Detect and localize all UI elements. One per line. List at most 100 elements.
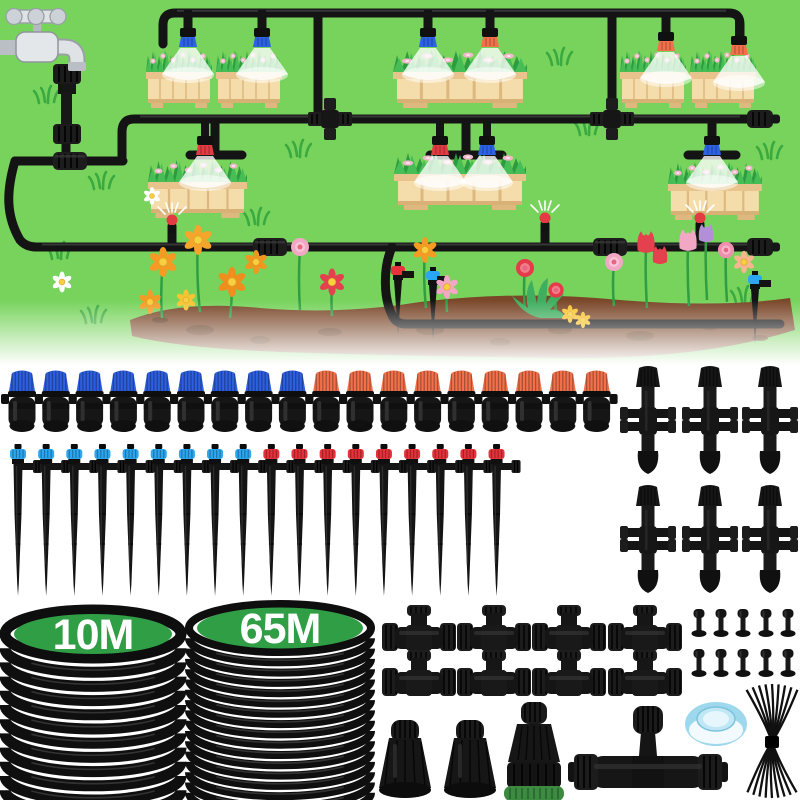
spike-stake-red — [431, 443, 465, 597]
tubing-loop — [0, 746, 187, 778]
tubing-loop — [185, 699, 375, 729]
tee-connector — [456, 604, 532, 652]
tee-connector — [607, 649, 683, 697]
tubing-coil-10m: 10M — [0, 604, 187, 800]
tubing-loop — [0, 689, 187, 721]
tee-connector — [531, 649, 607, 697]
hole-plug — [691, 609, 707, 637]
hole-plug — [735, 609, 751, 637]
hole-plug — [780, 649, 796, 677]
tubing-loop — [0, 760, 187, 792]
tubing-loop — [0, 675, 187, 707]
spike-stake-red — [347, 443, 381, 597]
tubing-loop-highlight — [31, 747, 155, 757]
tubing-loop — [0, 661, 187, 692]
hole-plug — [758, 649, 774, 677]
garden-faucet — [0, 7, 86, 71]
tubing-fittings — [52, 64, 781, 257]
tubing-loop-highlight — [31, 776, 155, 785]
cross-connector — [619, 484, 677, 594]
spike-stake-blue — [37, 443, 71, 597]
cross-connector — [681, 365, 739, 475]
cross-connector-grid — [619, 365, 799, 594]
tubing-loop — [185, 647, 375, 677]
scene-fade — [0, 300, 800, 365]
tee-connector — [381, 604, 457, 652]
tubing-loop-highlight — [216, 786, 344, 795]
spike-stake-red — [459, 443, 494, 597]
tubing-loop — [0, 647, 187, 678]
spike-stake-blue — [206, 443, 240, 597]
stake-row — [9, 443, 522, 597]
end-cap — [443, 719, 497, 799]
tubing-loop-highlight — [31, 733, 155, 742]
hole-plug-grid — [691, 609, 796, 677]
spike-stake-blue — [178, 443, 212, 597]
barbed-tee-product — [568, 706, 728, 790]
cross-connector — [619, 365, 677, 475]
tubing-loop — [185, 740, 375, 770]
spike-stake-red — [375, 443, 409, 597]
spike-stake-red — [487, 443, 522, 597]
hole-plug — [780, 609, 796, 637]
coil-label-65m: 65M — [240, 605, 321, 653]
tubing-loop-highlight — [216, 745, 344, 754]
spike-stake-blue — [9, 443, 43, 597]
tubing-loop — [185, 678, 375, 708]
spike-stake-red — [262, 443, 297, 597]
spike-stake-blue — [93, 443, 128, 597]
coil-label-10m: 10M — [53, 611, 134, 659]
spike-stake-blue — [121, 443, 156, 597]
spike-stake-red — [318, 443, 353, 597]
tubing-loop-highlight — [216, 714, 344, 723]
tubing-loop — [185, 720, 375, 749]
tubing-loop-highlight — [216, 776, 344, 785]
hole-plug — [758, 609, 774, 637]
hole-plug — [735, 649, 751, 677]
tubing-loop-highlight — [216, 704, 344, 713]
tubing-loop-highlight — [31, 790, 155, 799]
tubing-loop — [185, 771, 375, 800]
spike-stake-blue — [65, 443, 99, 597]
product-components: 10M 65M — [0, 365, 800, 800]
tubing-loop — [0, 718, 187, 749]
tubing-loop — [185, 709, 375, 739]
spike-stake-blue — [234, 443, 268, 597]
tubing-loop-highlight — [216, 755, 344, 764]
cross-connector — [681, 484, 739, 594]
tee-connector — [607, 604, 683, 652]
tubing-loop — [185, 761, 375, 790]
tee-connector — [381, 649, 457, 697]
tubing-loop-highlight — [216, 734, 344, 744]
hole-plug — [713, 609, 729, 637]
spike-stake-red — [290, 443, 325, 597]
tubing-loop — [0, 704, 187, 735]
tubing-loop — [185, 781, 375, 800]
spike-stake-red — [403, 443, 437, 597]
cross-connector — [741, 484, 799, 594]
dripper-row — [0, 369, 619, 433]
tubing-loop-highlight — [31, 761, 155, 771]
tubing-loop — [0, 775, 187, 800]
tubing-loop — [185, 689, 375, 718]
hole-plug — [691, 649, 707, 677]
tubing-coil-65m: 65M — [185, 600, 375, 800]
dripper-orange — [574, 369, 619, 433]
tubing-loop — [185, 668, 375, 698]
tubing-loop-highlight — [216, 673, 344, 682]
spike-stake-blue — [150, 443, 184, 597]
hole-plug — [713, 649, 729, 677]
tee-connector — [531, 604, 607, 652]
faucet-adapter-fitting — [53, 64, 81, 144]
tee-connector — [456, 649, 532, 697]
tubing-loop — [185, 750, 375, 780]
tubing-loop-highlight — [216, 765, 344, 775]
tubing-loop — [185, 658, 375, 687]
tubing-loop-highlight — [216, 724, 344, 734]
tubing-loop-highlight — [216, 652, 344, 661]
thread-seal-tape — [685, 702, 747, 746]
tubing-loop-highlight — [216, 683, 344, 692]
end-cap — [378, 719, 432, 799]
tubing-loop-highlight — [31, 676, 155, 686]
